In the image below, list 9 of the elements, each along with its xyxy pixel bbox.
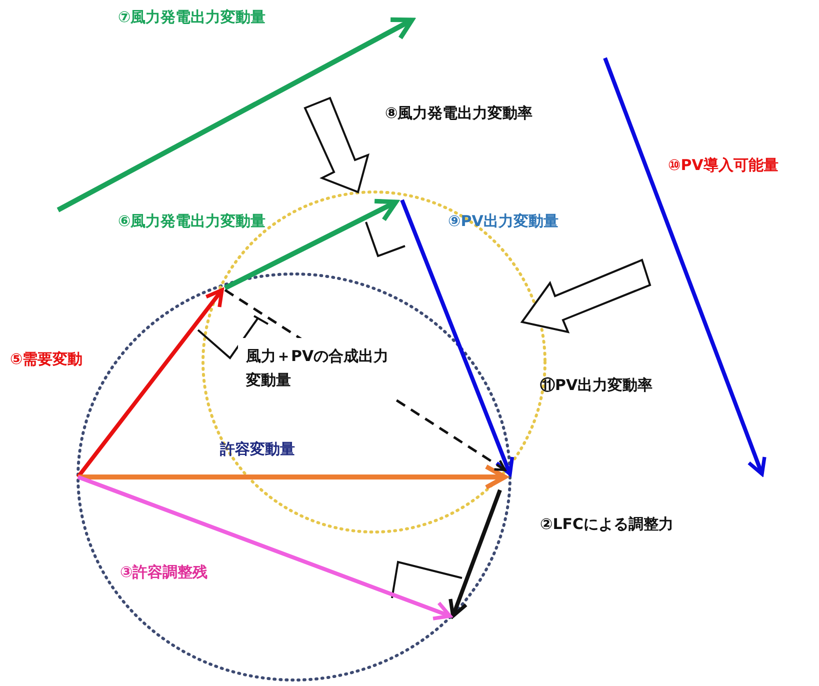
wind-output-label: ⑥風力発電出力変動量 <box>118 212 266 232</box>
tolerance-label: 許容変動量 <box>220 440 295 460</box>
capacity-label: ⑩PV導入可能量 <box>668 156 778 176</box>
residual-label: ③許容調整残 <box>120 563 208 582</box>
wind-output-label: ⑦風力発電出力変動量 <box>118 8 266 28</box>
demand-label: ⑤需要変動 <box>10 350 83 370</box>
rate-label: ⑧風力発電出力変動率 <box>385 104 533 124</box>
rate-label: ⑪PV出力変動率 <box>540 376 653 396</box>
adjustment-label: ②LFCによる調整力 <box>540 515 674 534</box>
